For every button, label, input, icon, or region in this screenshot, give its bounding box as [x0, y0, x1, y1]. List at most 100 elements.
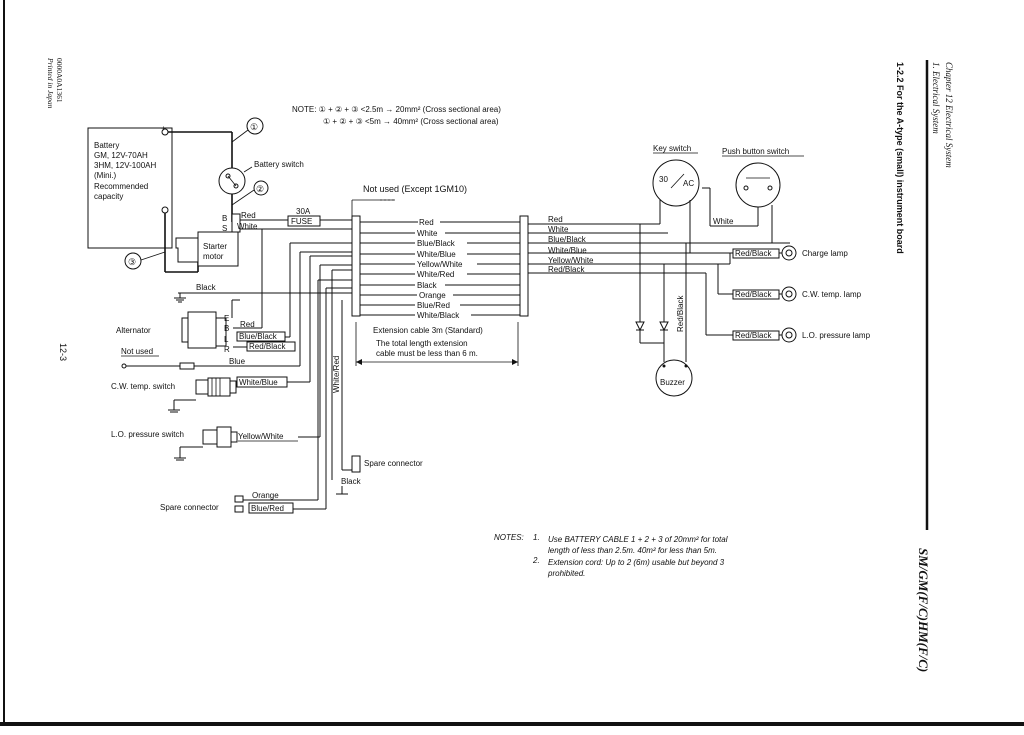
fuse: [287, 215, 321, 227]
note-2-number: 2.: [532, 556, 540, 565]
spare-blue-red-label: Blue/Red: [251, 504, 284, 513]
alt-blue-black-label: Blue/Black: [239, 332, 278, 341]
push-button-switch[interactable]: [735, 162, 781, 208]
battery-plus-sign: +: [161, 124, 166, 133]
panel-wires: [528, 223, 790, 274]
svg-text:White/Blue: White/Blue: [417, 250, 456, 259]
battery-negative-terminal: [161, 206, 169, 214]
lo-pressure-lamp-label: L.O. pressure lamp: [802, 331, 871, 340]
harness-connector-panel: [519, 215, 529, 317]
lo-pressure-switch-label: L.O. pressure switch: [111, 430, 184, 439]
svg-text:FUSE: FUSE: [291, 217, 312, 226]
printed-in-japan: Printed in Japan: [46, 57, 55, 109]
cw-temp-lamp-label: C.W. temp. lamp: [802, 290, 862, 299]
key-terminal-ac: AC: [683, 179, 694, 188]
key-white-label: White: [713, 217, 734, 226]
starter-red-label: Red: [241, 211, 256, 220]
chapter-title: Chapter 12 Electrical System: [944, 62, 954, 168]
svg-text:Black: Black: [417, 281, 438, 290]
section-title: 1. Electrical System: [931, 62, 941, 134]
svg-text:Battery: Battery: [94, 141, 119, 150]
alt-red-label: Red: [240, 320, 255, 329]
note-1-number: 1.: [533, 533, 540, 542]
buzzer: [655, 359, 693, 397]
svg-text:White: White: [417, 229, 438, 238]
alt-terminal-e: E: [224, 314, 229, 323]
diagram-subtitle: 1-2.2 For the A-type (small) instrument …: [895, 62, 905, 254]
key-switch-label: Key switch: [653, 144, 691, 153]
battery-label: Battery GM, 12V-70AH 3HM, 12V-100AH (Min…: [94, 141, 156, 201]
svg-text:(Mini.): (Mini.): [94, 171, 117, 180]
callout-3: [124, 252, 142, 270]
svg-text:GM, 12V-70AH: GM, 12V-70AH: [94, 151, 148, 160]
callout-2: [253, 180, 269, 196]
lo-yellow-white-label: Yellow/White: [238, 432, 284, 441]
ground-black-label: Black: [196, 283, 217, 292]
extension-cable-line1: The total length extension: [376, 339, 468, 348]
starter-label-1: Starter: [203, 242, 227, 251]
key-terminal-30: 30: [659, 175, 668, 184]
note-line-2: ① + ② + ③ <5m → 40mm² (Cross sectional a…: [323, 117, 499, 126]
white-red-vertical-label: White/Red: [332, 356, 341, 393]
alternator-label: Alternator: [116, 326, 151, 335]
not-used-except-label: Not used (Except 1GM10): [363, 184, 467, 194]
svg-text:Red: Red: [548, 215, 563, 224]
starter-label-2: motor: [203, 252, 224, 261]
spare-orange-label: Orange: [252, 491, 279, 500]
battery-box: [87, 127, 173, 249]
svg-text:Red: Red: [419, 218, 434, 227]
callout-1: [246, 117, 264, 135]
alt-terminal-b: B: [224, 324, 229, 333]
starter-terminal-b: B: [222, 214, 227, 223]
starter-motor: [197, 231, 239, 267]
lamp1-red-black-label: Red/Black: [735, 249, 772, 258]
alternator: [187, 311, 217, 349]
svg-text:①: ①: [250, 122, 258, 132]
note-2-line-2: prohibited.: [547, 569, 585, 578]
spare-connector-mid: [351, 455, 361, 473]
starter-white-label: White: [237, 222, 258, 231]
notes-label: NOTES:: [494, 533, 524, 542]
document-code: 0000A0A1361: [55, 58, 64, 103]
lo-pressure-switch: [202, 429, 218, 445]
note-1-line-1: Use BATTERY CABLE 1 + 2 + 3 of 20mm² for…: [548, 535, 728, 544]
cw-white-blue-label: White/Blue: [239, 378, 278, 387]
spare-connector-mid-label: Spare connector: [364, 459, 423, 468]
page-number: 12-3: [58, 343, 68, 361]
cw-temp-switch-label: C.W. temp. switch: [111, 382, 175, 391]
svg-text:3HM, 12V-100AH: 3HM, 12V-100AH: [94, 161, 156, 170]
fuse-amperage: 30A: [296, 207, 311, 216]
svg-text:Blue/Red: Blue/Red: [417, 301, 450, 310]
svg-text:Yellow/White: Yellow/White: [548, 256, 594, 265]
panel-wire-labels: Red White Blue/Black White/Blue Yellow/W…: [548, 215, 594, 274]
battery-switch-label: Battery switch: [254, 160, 304, 169]
svg-text:Orange: Orange: [419, 291, 446, 300]
buzzer-label: Buzzer: [660, 378, 685, 387]
buzzer-red-black-label: Red/Black: [676, 295, 685, 332]
svg-text:Red/Black: Red/Black: [548, 265, 585, 274]
note-1-line-2: length of less than 2.5m. 40m² for less …: [548, 546, 717, 555]
lamp2-red-black-label: Red/Black: [735, 290, 772, 299]
not-used-label: Not used: [121, 347, 153, 356]
push-button-switch-label: Push button switch: [722, 147, 789, 156]
alt-red-black-label: Red/Black: [249, 342, 286, 351]
svg-text:③: ③: [128, 257, 136, 267]
spare-connector-left-label: Spare connector: [160, 503, 219, 512]
cw-temp-switch: [195, 379, 209, 395]
note-2-line-1: Extension cord: Up to 2 (6m) usable but …: [548, 558, 725, 567]
charge-lamp-label: Charge lamp: [802, 249, 848, 258]
svg-text:②: ②: [256, 184, 264, 194]
svg-text:Yellow/White: Yellow/White: [417, 260, 463, 269]
starter-terminal-s: S: [222, 224, 227, 233]
note-line-1: NOTE: ① + ② + ③ <2.5m → 20mm² (Cross sec…: [292, 105, 501, 114]
svg-text:Recommended: Recommended: [94, 182, 148, 191]
alt-terminal-r: R: [224, 345, 230, 354]
svg-text:capacity: capacity: [94, 192, 123, 201]
spare-black-label: Black: [341, 477, 362, 486]
extension-cable-title: Extension cable 3m (Standard): [373, 326, 483, 335]
svg-text:White/Blue: White/Blue: [548, 246, 587, 255]
harness-wire-labels: Red White Blue/Black White/Blue Yellow/W…: [415, 218, 477, 320]
model-name: SM/GM(F/C)HM(F/C): [916, 548, 931, 672]
